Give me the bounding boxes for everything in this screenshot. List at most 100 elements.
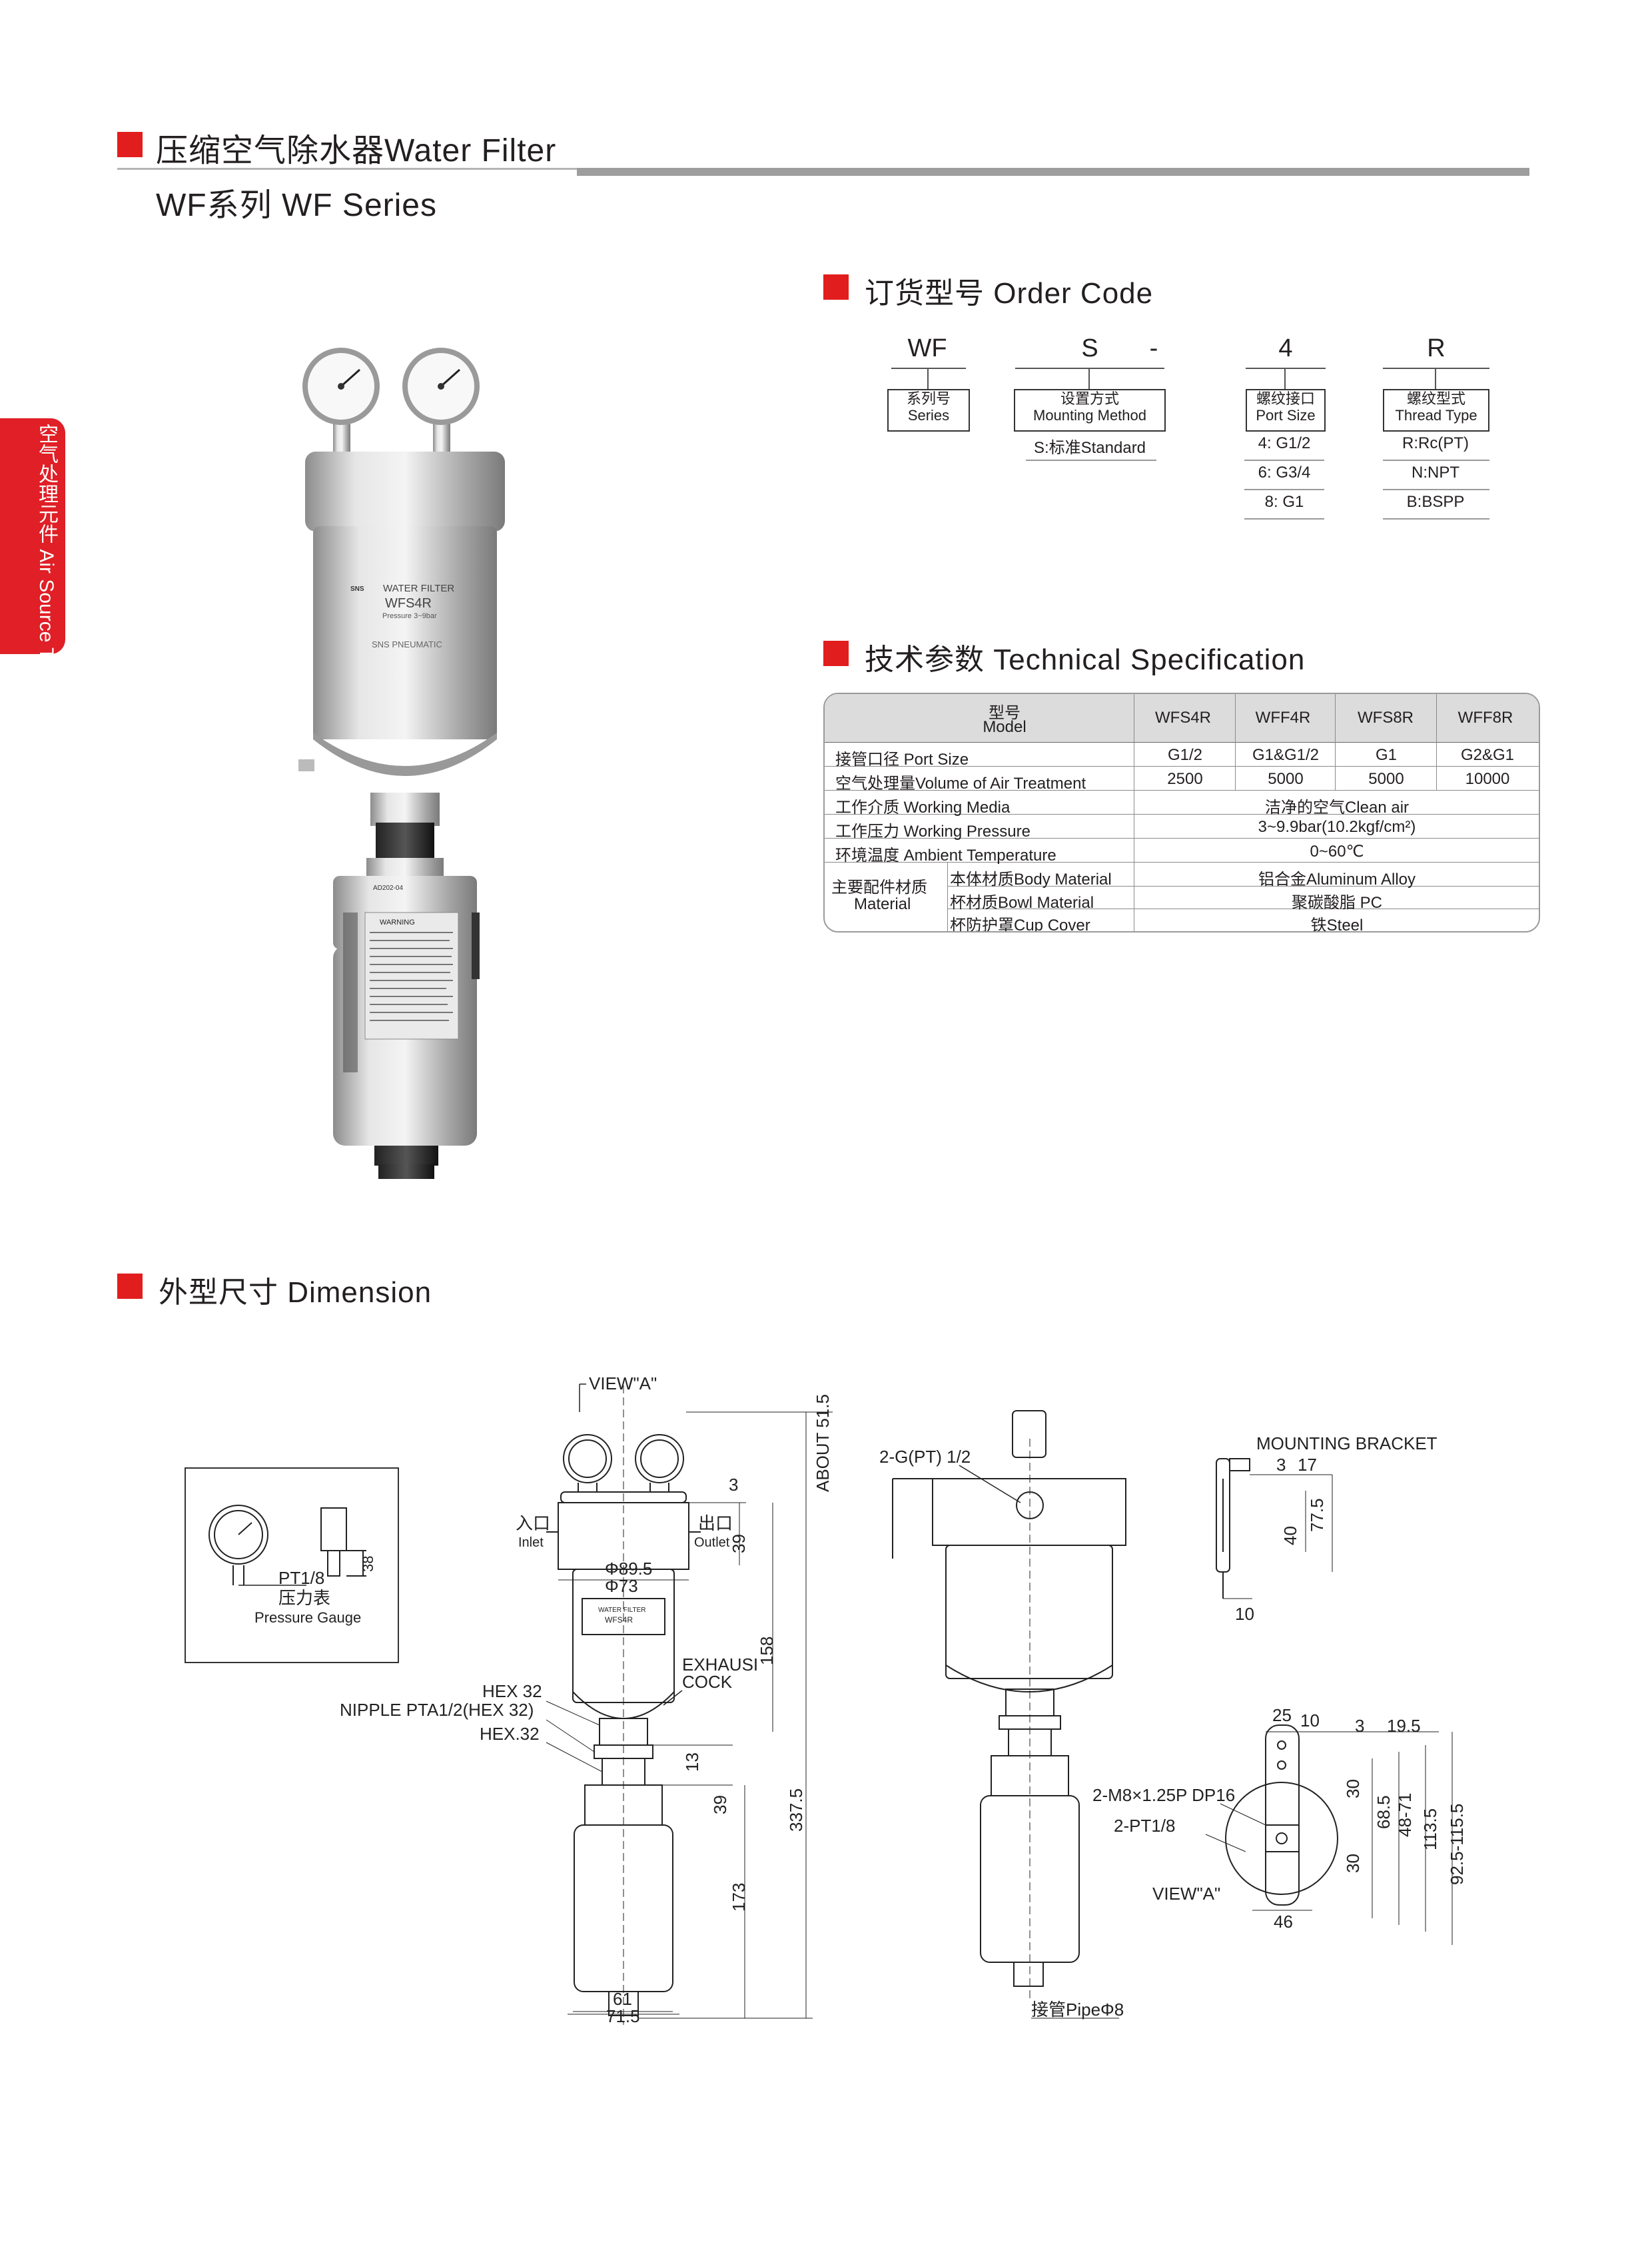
code-tick — [1088, 368, 1090, 389]
row-line — [825, 838, 1539, 839]
svg-text:WARNING: WARNING — [380, 919, 415, 927]
front-view-drawing — [546, 1385, 701, 2025]
row-line — [825, 862, 1539, 863]
svg-text:MOUNTING BRACKET: MOUNTING BRACKET — [1256, 1433, 1438, 1453]
svg-text:19.5: 19.5 — [1387, 1716, 1421, 1736]
port-label-en: Port Size — [1256, 407, 1316, 424]
svg-text:WATER FILTER: WATER FILTER — [598, 1607, 645, 1614]
spec-row-label: 环境温度 Ambient Temperature — [835, 847, 1056, 865]
spec-model-col: WFF4R — [1255, 709, 1311, 727]
svg-text:压力表: 压力表 — [278, 1588, 330, 1608]
spec-model-cn: 型号 — [989, 704, 1021, 722]
svg-text:158: 158 — [757, 1637, 777, 1665]
spec-title: 技术参数 Technical Specification — [865, 643, 1306, 676]
port-option: 4: G1/2 — [1258, 434, 1311, 452]
spec-table: 型号 Model WFS4R WFF4R WFS8R WFF8R 接管口径 Po… — [823, 693, 1540, 933]
svg-text:Inlet: Inlet — [518, 1535, 544, 1550]
spec-header-row — [825, 694, 1539, 742]
svg-text:30: 30 — [1343, 1854, 1363, 1873]
svg-text:AD202-04: AD202-04 — [373, 885, 403, 892]
port-option: 8: G1 — [1264, 493, 1304, 511]
view-a-drawing — [1225, 1724, 1338, 1906]
side-view-drawing — [892, 1410, 1126, 1998]
product-photo: SNS WATER FILTER WFS4R Pressure 3~9bar S… — [298, 348, 505, 1179]
svg-text:48-71: 48-71 — [1395, 1793, 1415, 1838]
bracket-drawing — [1216, 1458, 1250, 1599]
code-wf: WF — [907, 334, 947, 362]
svg-text:40: 40 — [1280, 1526, 1300, 1545]
svg-text:3: 3 — [1355, 1716, 1364, 1736]
svg-text:ABOUT 51.5: ABOUT 51.5 — [813, 1394, 833, 1492]
svg-text:COCK: COCK — [682, 1672, 733, 1692]
spec-merged-cell: 3~9.9bar(10.2kgf/cm²) — [1258, 818, 1416, 836]
spec-cell: G1/2 — [1167, 746, 1203, 764]
spec-merged-cell: 铁Steel — [1310, 917, 1364, 933]
svg-text:68.5: 68.5 — [1374, 1795, 1394, 1829]
title-marker — [117, 132, 143, 157]
svg-text:VIEW"A": VIEW"A" — [1152, 1884, 1220, 1904]
svg-text:Pressure Gauge: Pressure Gauge — [254, 1609, 361, 1626]
mounting-option: S:标准Standard — [1033, 439, 1146, 457]
code-tick — [927, 368, 929, 389]
svg-text:2-M8×1.25P DP16: 2-M8×1.25P DP16 — [1092, 1785, 1235, 1805]
spec-cell: 10000 — [1465, 770, 1510, 788]
row-line — [947, 886, 1539, 887]
code-underline — [1246, 368, 1326, 369]
svg-text:SNS PNEUMATIC: SNS PNEUMATIC — [372, 639, 442, 649]
spec-row-label: 工作介质 Working Media — [835, 799, 1011, 817]
spec-row-label: 空气处理量Volume of Air Treatment — [835, 775, 1086, 793]
material-label-en: Material — [854, 895, 911, 913]
row-line — [825, 742, 1539, 743]
code-underline — [891, 368, 966, 369]
thread-label: 螺纹型式 — [1406, 390, 1465, 407]
svg-text:HEX.32: HEX.32 — [480, 1724, 540, 1744]
svg-text:17: 17 — [1298, 1455, 1317, 1475]
spec-merged-cell: 铝合金Aluminum Alloy — [1258, 871, 1416, 889]
spec-cell: 2500 — [1167, 770, 1203, 788]
code-underline — [1383, 368, 1489, 369]
svg-text:NIPPLE PTA1/2(HEX 32): NIPPLE PTA1/2(HEX 32) — [340, 1700, 534, 1720]
dimension-drawing: PT1/8 压力表 Pressure Gauge 38 WATER FILTER… — [185, 1373, 1467, 2025]
option-divider — [1383, 460, 1489, 461]
svg-text:113.5: 113.5 — [1420, 1808, 1440, 1850]
spec-row-label: 工作压力 Working Pressure — [835, 823, 1031, 841]
gauge-left-icon — [302, 348, 380, 453]
option-divider — [1244, 518, 1324, 520]
spec-model-en: Model — [983, 718, 1027, 736]
svg-text:PT1/8: PT1/8 — [278, 1568, 324, 1588]
thread-option: N:NPT — [1412, 464, 1459, 482]
svg-text:61: 61 — [613, 1989, 632, 2009]
spec-cell: 5000 — [1268, 770, 1304, 788]
svg-text:HEX 32: HEX 32 — [482, 1681, 542, 1701]
svg-text:25: 25 — [1272, 1705, 1292, 1725]
svg-text:3: 3 — [1276, 1455, 1286, 1475]
option-divider — [1383, 518, 1489, 520]
spec-marker — [823, 641, 849, 666]
dimension-marker — [117, 1274, 143, 1299]
option-divider — [1244, 460, 1324, 461]
svg-text:SNS: SNS — [350, 585, 364, 593]
series-box: 系列号 Series — [887, 389, 970, 432]
series-label-en: Series — [907, 407, 950, 424]
spec-merged-cell: 洁净的空气Clean air — [1264, 799, 1410, 817]
code-r: R — [1427, 334, 1446, 362]
svg-text:92.5-115.5: 92.5-115.5 — [1447, 1804, 1467, 1885]
svg-text:46: 46 — [1274, 1912, 1293, 1932]
code-tick — [1284, 368, 1286, 389]
spec-cell: 5000 — [1368, 770, 1404, 788]
code-dash: - — [1149, 334, 1158, 362]
svg-text:13: 13 — [682, 1752, 702, 1772]
spec-model-col: WFS4R — [1155, 709, 1211, 727]
col-line — [1335, 694, 1336, 790]
option-divider — [1026, 460, 1156, 461]
thread-box: 螺纹型式 Thread Type — [1383, 389, 1489, 432]
code-s: S — [1081, 334, 1098, 362]
mounting-label-en: Mounting Method — [1033, 407, 1146, 424]
svg-text:38: 38 — [360, 1556, 376, 1572]
spec-row-label: 接管口径 Port Size — [835, 751, 969, 769]
spec-row-label: 杯材质Bowl Material — [950, 894, 1094, 912]
col-line — [1235, 694, 1236, 790]
page-title: 压缩空气除水器Water Filter — [156, 133, 557, 169]
svg-text:30: 30 — [1343, 1779, 1363, 1798]
svg-text:Φ89.5: Φ89.5 — [605, 1559, 652, 1579]
